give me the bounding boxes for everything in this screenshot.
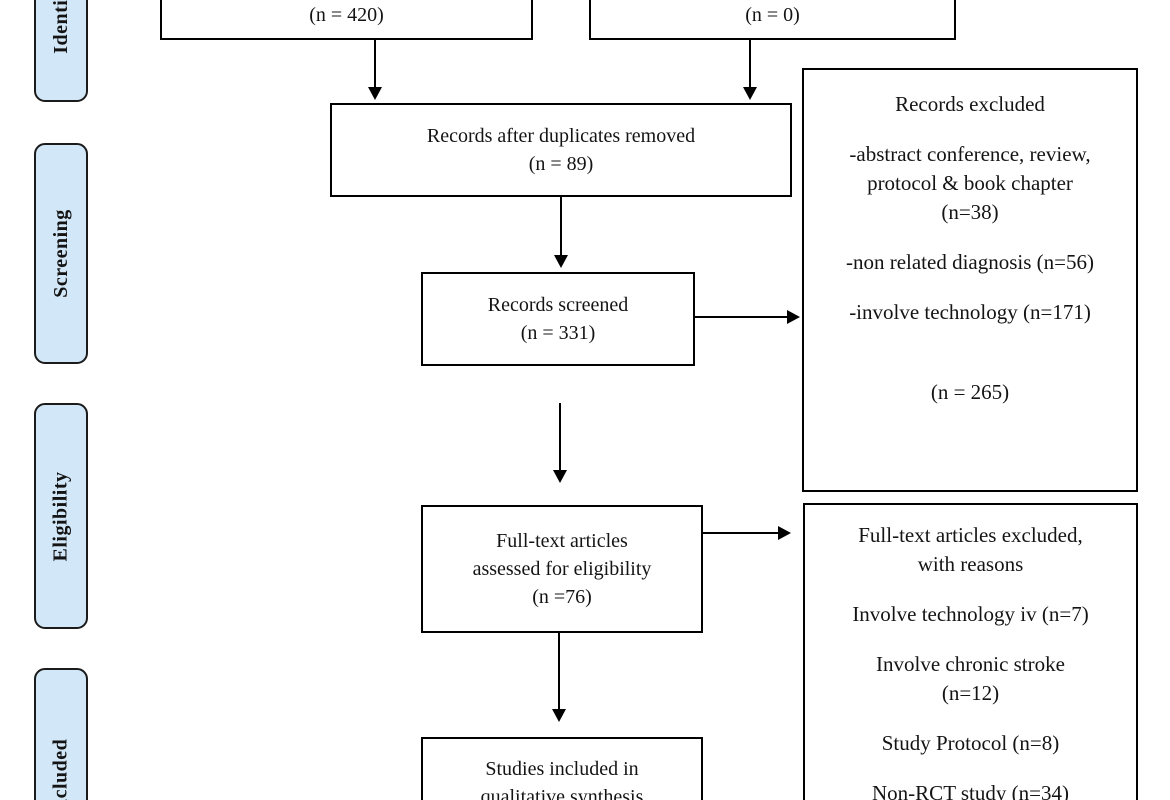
records-screened-box: Records screened (n = 331) bbox=[421, 272, 695, 366]
arrowhead-down-icon bbox=[553, 470, 567, 483]
exclusion-reason-3: -involve technology (n=171) bbox=[804, 298, 1136, 327]
records-identified-box: (n = 420) bbox=[160, 0, 533, 40]
reason-line: (n=38) bbox=[941, 200, 999, 224]
fulltext-assessed-line: Full-text articles bbox=[496, 530, 628, 552]
fulltext-assessed-count: (n =76) bbox=[532, 586, 592, 608]
stage-eligibility: Eligibility bbox=[34, 403, 88, 629]
additional-records-box: (n = 0) bbox=[589, 0, 956, 40]
records-screened-count: (n = 331) bbox=[520, 322, 596, 344]
stage-screening: Screening bbox=[34, 143, 88, 364]
arrowhead-right-icon bbox=[778, 526, 791, 540]
duplicates-removed-box: Records after duplicates removed (n = 89… bbox=[330, 103, 792, 197]
stage-identification: Identification bbox=[34, 0, 88, 102]
ft-exclusion-reason-1: Involve technology iv (n=7) bbox=[805, 600, 1136, 629]
reason-line: Study Protocol (n=8) bbox=[881, 731, 1060, 755]
reason-line: -involve technology (n=171) bbox=[849, 300, 1091, 324]
reason-line: Non-RCT study (n=34) bbox=[872, 781, 1069, 800]
ft-exclusion-reason-4: Non-RCT study (n=34) bbox=[805, 779, 1136, 800]
studies-included-line: qualitative synthesis bbox=[480, 786, 644, 800]
ft-exclusion-reason-3: Study Protocol (n=8) bbox=[805, 729, 1136, 758]
stage-included-label: Included bbox=[49, 738, 72, 800]
arrowhead-down-icon bbox=[552, 709, 566, 722]
stage-eligibility-label: Eligibility bbox=[49, 471, 72, 561]
records-identified-count: (n = 420) bbox=[309, 4, 384, 26]
arrowhead-down-icon bbox=[554, 255, 568, 268]
fulltext-assessed-line: assessed for eligibility bbox=[472, 558, 652, 580]
records-excluded-title: Records excluded bbox=[895, 92, 1045, 116]
exclusion-reason-2: -non related diagnosis (n=56) bbox=[804, 248, 1136, 277]
reason-line: (n=12) bbox=[941, 681, 1000, 705]
arrowhead-down-icon bbox=[368, 87, 382, 100]
fulltext-excluded-box: Full-text articles excluded, with reason… bbox=[803, 503, 1138, 800]
reason-line: protocol & book chapter bbox=[867, 171, 1073, 195]
reason-line: Involve chronic stroke bbox=[876, 652, 1065, 676]
title-line: with reasons bbox=[917, 552, 1024, 576]
ft-exclusion-reason-2: Involve chronic stroke (n=12) bbox=[805, 650, 1136, 708]
title-line: Full-text articles excluded, bbox=[858, 523, 1083, 547]
stage-screening-label: Screening bbox=[49, 209, 72, 298]
fulltext-excluded-title: Full-text articles excluded, with reason… bbox=[805, 521, 1136, 579]
reason-line: -non related diagnosis (n=56) bbox=[845, 250, 1095, 274]
duplicates-removed-count: (n = 89) bbox=[528, 153, 594, 175]
reason-line: Involve technology iv (n=7) bbox=[852, 602, 1089, 626]
arrowhead-down-icon bbox=[743, 87, 757, 100]
duplicates-removed-line: Records after duplicates removed bbox=[426, 125, 696, 147]
additional-records-count: (n = 0) bbox=[745, 4, 800, 26]
records-excluded-total: (n = 265) bbox=[930, 380, 1010, 404]
records-screened-line: Records screened bbox=[487, 294, 629, 316]
fulltext-assessed-box: Full-text articles assessed for eligibil… bbox=[421, 505, 703, 633]
exclusion-reason-1: -abstract conference, review, protocol &… bbox=[804, 140, 1136, 227]
stage-included: Included bbox=[34, 668, 88, 800]
reason-line: -abstract conference, review, bbox=[849, 142, 1091, 166]
studies-included-line: Studies included in bbox=[485, 758, 639, 780]
studies-included-box: Studies included in qualitative synthesi… bbox=[421, 737, 703, 800]
arrowhead-right-icon bbox=[787, 310, 800, 324]
stage-identification-label: Identification bbox=[50, 0, 73, 53]
records-excluded-box: Records excluded -abstract conference, r… bbox=[802, 68, 1138, 492]
